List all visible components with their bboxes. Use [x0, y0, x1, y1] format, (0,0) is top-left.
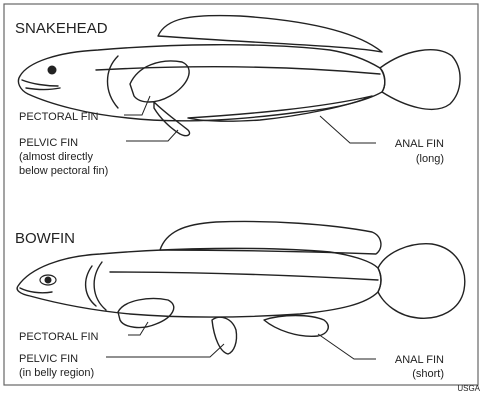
snakehead-title: SNAKEHEAD	[15, 20, 108, 37]
bowfin-pelvic-leader	[106, 344, 224, 357]
bowfin-lateral-line	[110, 272, 378, 280]
bowfin-anal-fin	[264, 316, 328, 337]
snakehead-pelvic-note-2: below pectoral fin)	[19, 165, 108, 177]
snakehead-eye	[48, 66, 57, 75]
bowfin-pectoral-leader	[128, 322, 148, 335]
snakehead-gill-cover	[108, 56, 119, 108]
bowfin-anal-note: (short)	[412, 368, 444, 380]
snakehead-anal-leader	[320, 116, 376, 143]
snakehead-jaw	[26, 88, 60, 90]
bowfin-anal-leader	[318, 334, 376, 359]
credit-text: USGA	[457, 384, 480, 393]
snakehead-pectoral-label: PECTORAL FIN	[19, 111, 99, 123]
bowfin-tail-fin	[378, 244, 465, 319]
snakehead-pelvic-label: PELVIC FIN	[19, 137, 78, 149]
snakehead-pelvic-fin	[154, 102, 190, 136]
snakehead-dorsal-fin	[158, 16, 382, 52]
bowfin-pectoral-label: PECTORAL FIN	[19, 331, 99, 343]
bowfin-title: BOWFIN	[15, 230, 75, 247]
bowfin-anal-label: ANAL FIN	[395, 354, 444, 366]
snakehead-anal-label: ANAL FIN	[395, 138, 444, 150]
bowfin-mouth	[20, 288, 52, 293]
snakehead-anal-note: (long)	[416, 153, 444, 165]
snakehead-anal-fin	[188, 96, 372, 121]
snakehead-body	[18, 45, 384, 121]
snakehead-tail-fin	[380, 50, 460, 110]
bowfin-pelvic-label: PELVIC FIN	[19, 353, 78, 365]
bowfin-eye	[45, 277, 52, 284]
bowfin-body	[17, 248, 381, 317]
frame	[4, 4, 478, 385]
bowfin-gill-arc-1	[94, 262, 106, 310]
bowfin-pelvic-fin	[212, 317, 237, 354]
snakehead-pelvic-note-1: (almost directly	[19, 151, 93, 163]
bowfin-pelvic-note: (in belly region)	[19, 367, 94, 379]
snakehead-mouth	[22, 80, 58, 86]
snakehead-pelvic-leader	[126, 130, 178, 141]
